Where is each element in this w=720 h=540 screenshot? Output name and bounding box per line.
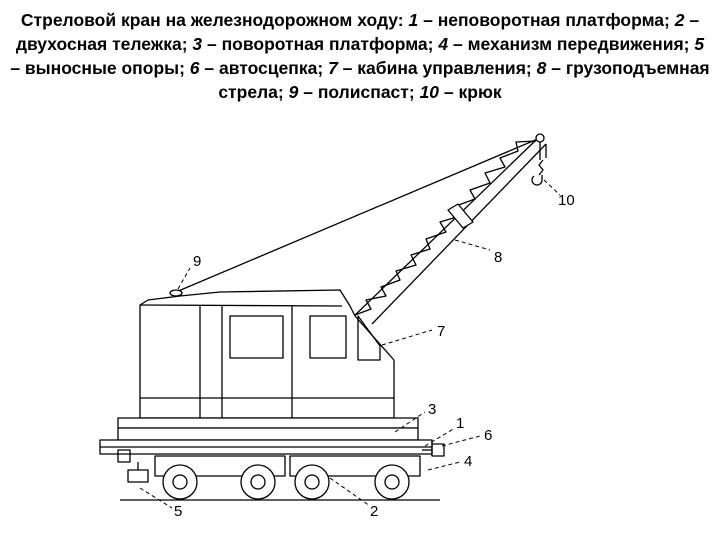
- caption-item-3: 3 – поворотная платформа;: [192, 34, 434, 54]
- callout-5: 5: [174, 503, 182, 520]
- leader-line-2: [329, 477, 371, 507]
- caption-item-10: 10 – крюк: [419, 82, 502, 102]
- leader-line-8: [454, 239, 491, 251]
- leader-line-10: [543, 179, 561, 196]
- leader-line-5: [139, 487, 173, 509]
- leader-line-4: [427, 461, 461, 471]
- caption-item-7: 7 – кабина управления;: [328, 58, 532, 78]
- caption-item-5: 5 – выносные опоры;: [10, 34, 705, 78]
- leader-line-9: [177, 267, 191, 290]
- callout-9: 9: [193, 253, 201, 270]
- callout-3: 3: [428, 401, 436, 418]
- caption-item-8: 8 – грузоподъемная стрела;: [218, 58, 710, 102]
- non-rotating-platform: [99, 439, 433, 455]
- bogie-right: [289, 455, 421, 500]
- callout-8: 8: [494, 249, 502, 266]
- hook: [531, 142, 547, 186]
- rotating-platform: [117, 417, 419, 429]
- bogie-left: [154, 455, 286, 500]
- caption-item-4: 4 – механизм передвижения;: [438, 34, 690, 54]
- cab-window-left: [229, 315, 284, 359]
- outrigger: [117, 449, 149, 483]
- leader-line-3: [394, 411, 426, 433]
- caption-item-2: 2 – двухосная тележка;: [15, 10, 700, 54]
- polyspast-rope: [175, 137, 541, 293]
- boom: [351, 133, 547, 325]
- cab: [139, 289, 395, 419]
- caption-item-1: 1 – неповоротная платформа;: [408, 10, 670, 30]
- caption-lead: Стреловой кран на железнодорожном ходу:: [20, 10, 404, 30]
- callout-1: 1: [456, 415, 464, 432]
- callout-10: 10: [558, 192, 575, 209]
- callout-6: 6: [484, 427, 492, 444]
- callout-2: 2: [370, 503, 378, 520]
- auto-coupler: [422, 443, 445, 457]
- figure-caption: Стреловой кран на железнодорожном ходу: …: [10, 8, 710, 104]
- caption-item-9: 9 – полиспаст;: [288, 82, 415, 102]
- callout-7: 7: [437, 323, 445, 340]
- caption-item-6: 6 – автосцепка;: [189, 58, 324, 78]
- leader-line-7: [381, 329, 433, 346]
- leader-line-6: [441, 435, 481, 447]
- cab-window-front: [357, 315, 381, 361]
- callout-4: 4: [464, 453, 472, 470]
- cab-window-right: [309, 315, 347, 359]
- leader-line-1: [424, 427, 456, 447]
